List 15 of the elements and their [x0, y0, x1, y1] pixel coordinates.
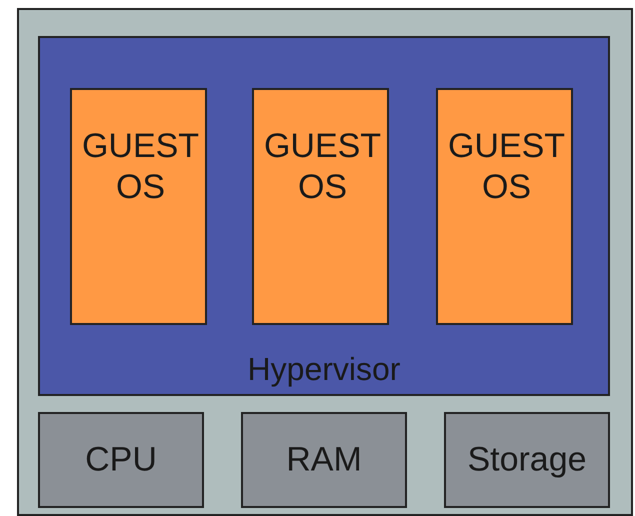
hardware-box: [444, 412, 610, 508]
box-label: GUEST OS: [80, 126, 200, 208]
box-label: RAM: [286, 440, 362, 480]
box-label: GUEST OS: [446, 126, 566, 208]
box-label: Hypervisor: [248, 350, 400, 388]
guest-os-box: [252, 88, 389, 325]
hypervisor-layer: [38, 36, 610, 396]
box-label: GUEST OS: [262, 126, 382, 208]
guest-os-box: [436, 88, 573, 325]
hardware-box: [241, 412, 407, 508]
box-label: CPU: [85, 440, 157, 480]
guest-os-box: [70, 88, 207, 325]
box-label: Storage: [467, 440, 587, 480]
hardware-box: [38, 412, 204, 508]
system-box: [17, 8, 633, 516]
